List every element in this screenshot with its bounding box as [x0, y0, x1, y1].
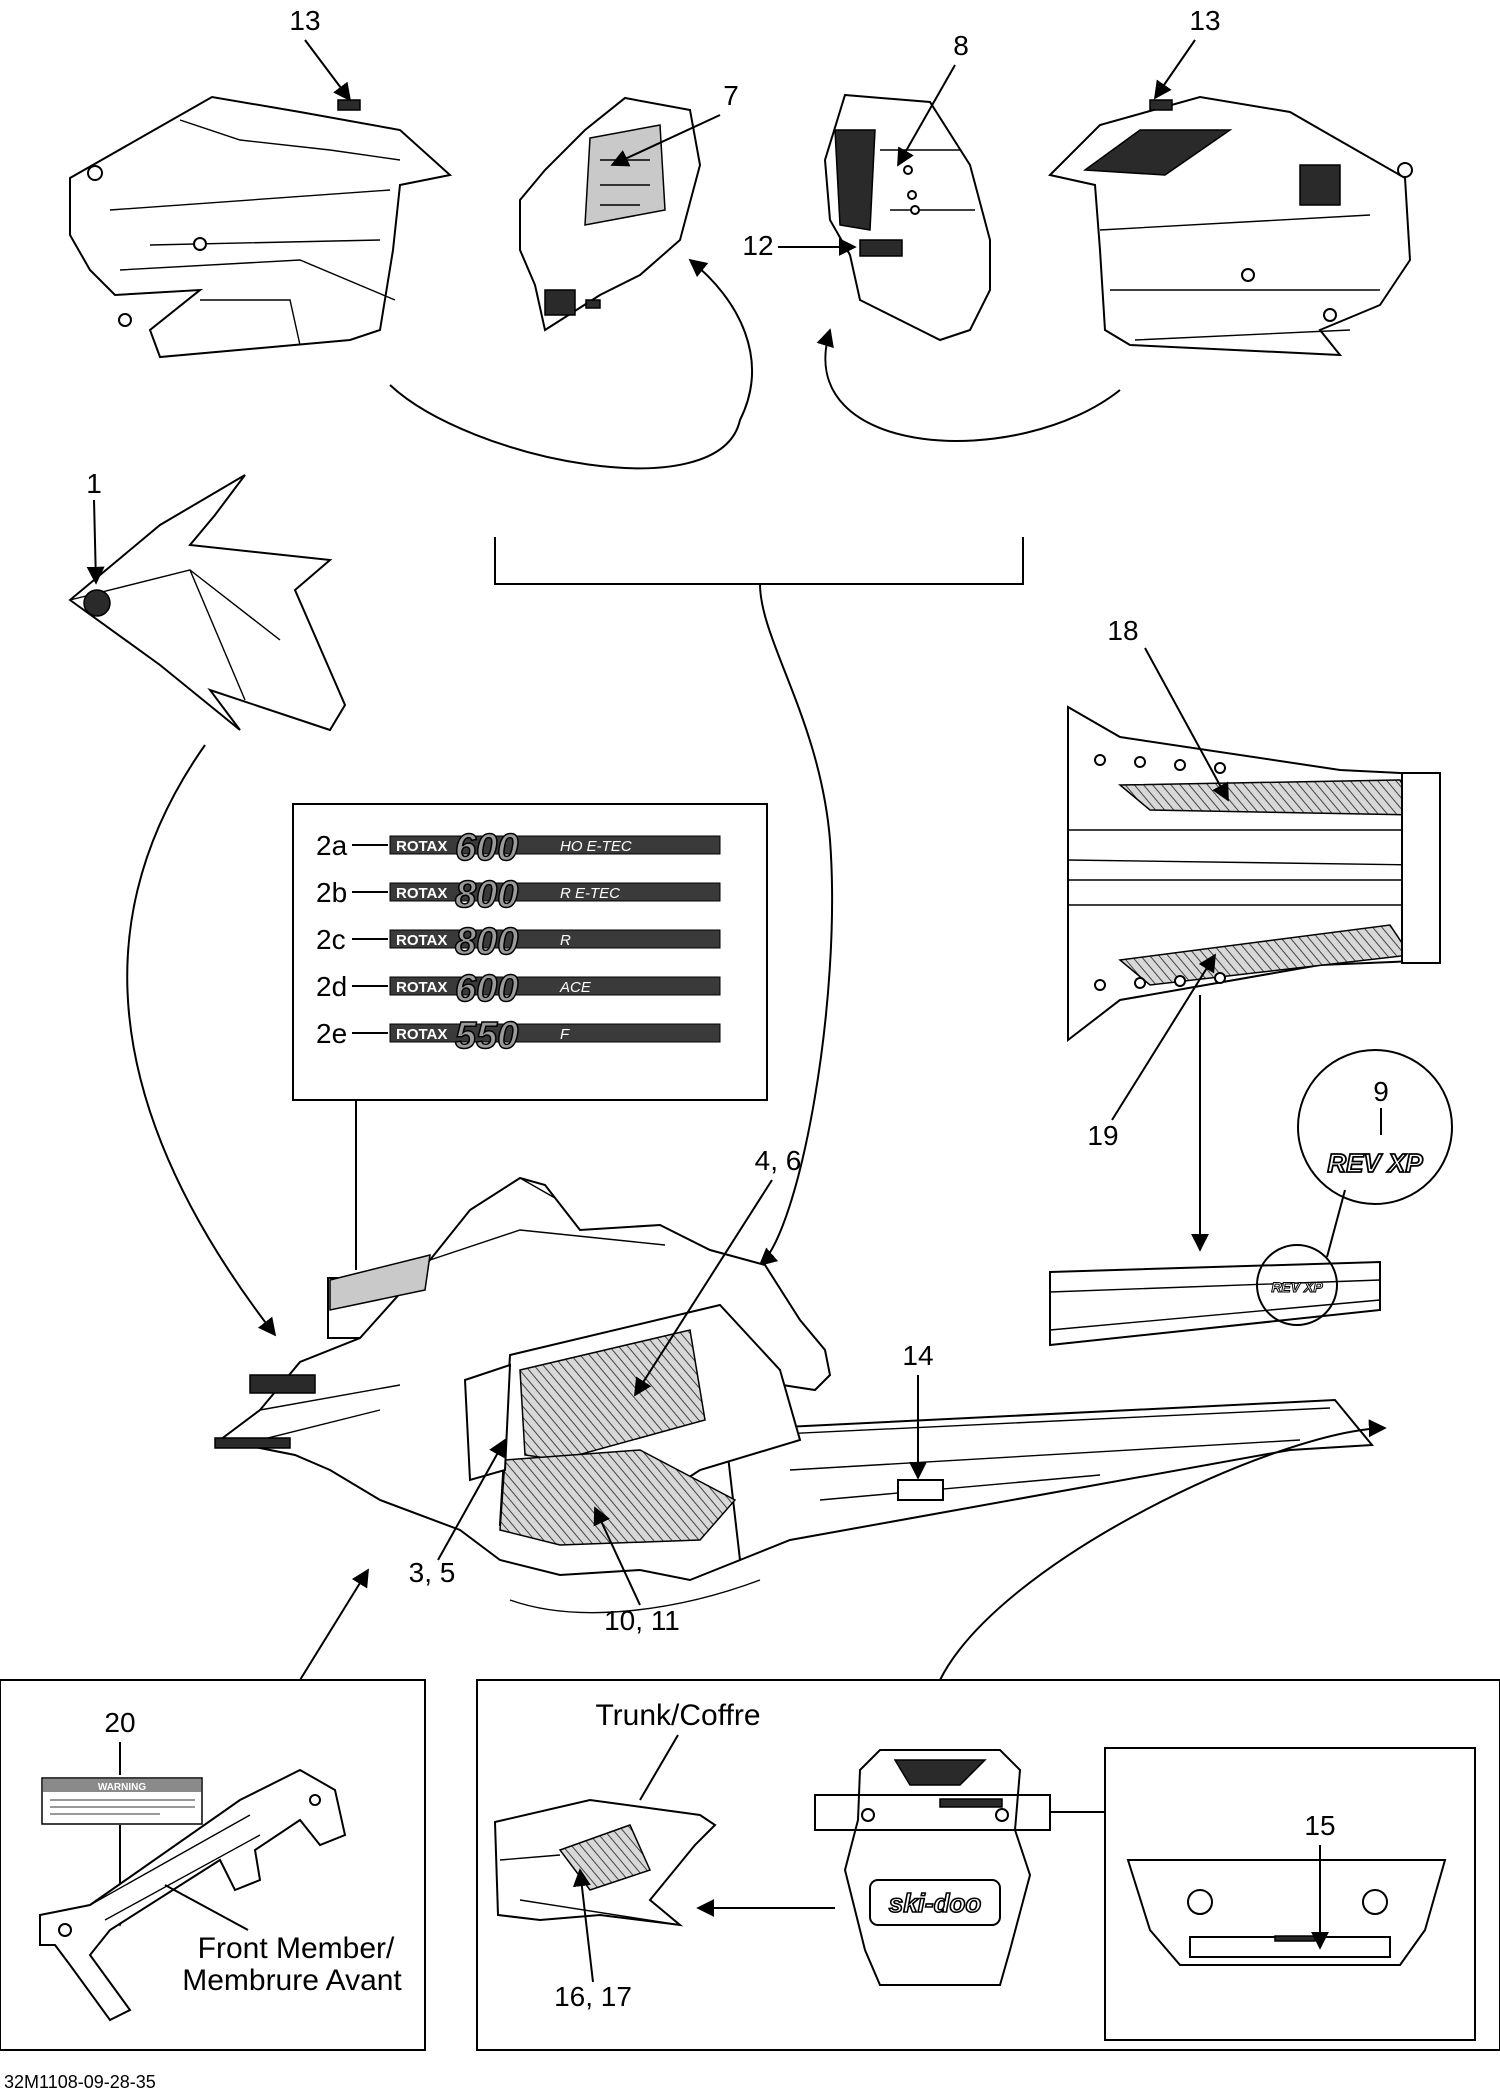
callout-3-5: 3, 5: [409, 1557, 456, 1588]
callout-7: 7: [723, 80, 739, 111]
callout-9: 9: [1373, 1076, 1389, 1107]
decal-2d: 2d ROTAX 600 ACE: [316, 967, 721, 1011]
decal-suffix: F: [560, 1026, 570, 1043]
callout-20: 20: [104, 1707, 135, 1738]
callout-18: 18: [1107, 615, 1138, 646]
decal-key: 2d: [316, 971, 347, 1002]
callout-4-6: 4, 6: [755, 1145, 802, 1176]
decal-brand: ROTAX: [396, 885, 447, 902]
tunnel-side-view: REV XP: [1049, 1244, 1381, 1347]
front-hood-nose: [68, 474, 347, 732]
decal-key: 2e: [316, 1018, 347, 1049]
decal-2e: 2e ROTAX 550 F: [316, 1014, 721, 1058]
rev-xp-logo-small: REV XP: [1271, 1279, 1323, 1295]
right-console-panel: [823, 93, 991, 342]
warning-heading: WARNING: [98, 1782, 147, 1793]
right-side-panel: [1048, 95, 1413, 357]
trunk-box: [476, 1679, 1500, 2051]
trunk-detail-box: [1104, 1747, 1476, 2041]
decal-brand: ROTAX: [396, 979, 447, 996]
callout-16-17: 16, 17: [554, 1981, 632, 2012]
callout-19: 19: [1087, 1120, 1118, 1151]
figure-code: 32M1108-09-28-35: [4, 2072, 156, 2092]
trunk-label: Trunk/Coffre: [595, 1699, 760, 1732]
decal-number: 800: [455, 874, 518, 916]
ski-doo-logo: ski-doo: [889, 1888, 982, 1918]
decal-brand: ROTAX: [396, 1026, 447, 1043]
trunk-rear-view: ski-doo: [814, 1749, 1051, 1986]
decal-number: 800: [455, 921, 518, 963]
callout-15: 15: [1304, 1810, 1335, 1841]
decal-suffix: R: [560, 932, 571, 949]
decal-2c: 2c ROTAX 800 R: [316, 920, 721, 964]
front-member-frame: [39, 1768, 347, 2022]
callout-12: 12: [742, 230, 773, 261]
main-vehicle-side-view: [214, 1176, 1375, 1614]
warning-label: WARNING: [41, 1777, 203, 1825]
decal-brand: ROTAX: [396, 838, 447, 855]
rev-xp-logo: REV XP: [1327, 1148, 1423, 1178]
decal-key: 2a: [316, 830, 348, 861]
trunk-detail-part: [1126, 1859, 1447, 1966]
tunnel-top-view: [1067, 705, 1441, 1043]
decal-suffix: R E-TEC: [560, 885, 620, 902]
front-member-box: [0, 1679, 426, 2051]
front-member-label-line1: Front Member/: [198, 1932, 395, 1965]
rev-xp-detail-circle: [1297, 1049, 1453, 1205]
decal-key: 2b: [316, 877, 347, 908]
engine-decal-box: [292, 803, 768, 1101]
front-member-label-line2: Membrure Avant: [182, 1964, 402, 1997]
decal-number: 550: [455, 1015, 518, 1057]
callout-8: 8: [953, 30, 969, 61]
trunk-side-view: [493, 1798, 717, 1927]
decal-2b: 2b ROTAX 800 R E-TEC: [316, 873, 721, 917]
decal-number: 600: [455, 968, 518, 1010]
callout-13-left: 13: [289, 5, 320, 36]
decal-suffix: HO E-TEC: [560, 838, 632, 855]
callout-13-right: 13: [1189, 5, 1220, 36]
callout-14: 14: [902, 1340, 933, 1371]
decal-2a: 2a ROTAX 600 HO E-TEC: [316, 826, 721, 870]
left-side-panel: [69, 95, 453, 359]
callout-10-11: 10, 11: [604, 1605, 680, 1636]
decal-number: 600: [455, 827, 518, 869]
decal-suffix: ACE: [559, 979, 592, 996]
decal-key: 2c: [316, 924, 346, 955]
decal-brand: ROTAX: [396, 932, 447, 949]
callout-1: 1: [86, 468, 102, 499]
left-console-panel: [519, 96, 702, 332]
